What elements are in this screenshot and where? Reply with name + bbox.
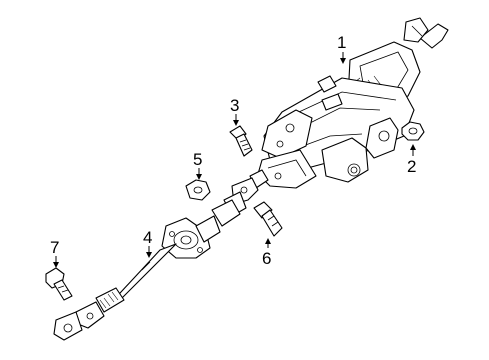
callout-1: 1 (337, 33, 346, 52)
bolt-part-6 (253, 201, 283, 237)
callout-6: 6 (262, 249, 271, 268)
callout-4: 4 (143, 228, 152, 247)
callout-7: 7 (50, 238, 59, 257)
bolt-part-7 (45, 267, 73, 301)
bolt-part-3 (229, 125, 253, 157)
nut-part-5 (185, 179, 211, 201)
steering-column-assembly (243, 17, 449, 189)
intermediate-shaft-part-4 (53, 177, 259, 341)
callout-3: 3 (230, 96, 239, 115)
callout-5: 5 (193, 150, 202, 169)
callout-2: 2 (407, 157, 416, 176)
nut-part-2 (401, 121, 425, 141)
leader-lines (53, 52, 416, 268)
